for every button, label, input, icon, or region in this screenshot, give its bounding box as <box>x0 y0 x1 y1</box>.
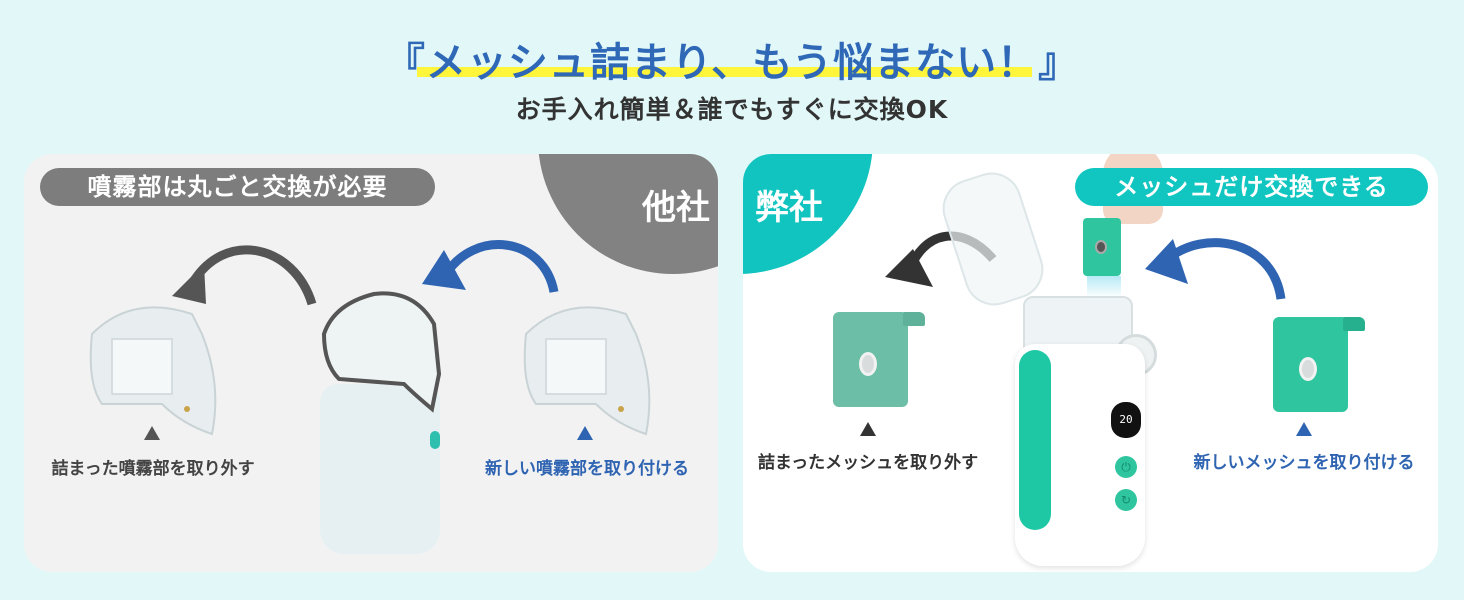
new-mesh-image <box>1273 317 1348 412</box>
competitor-device-body <box>320 384 440 554</box>
up-triangle-icon <box>144 426 160 440</box>
mesh-hole-icon <box>1095 240 1107 254</box>
caption-remove: 詰まった噴霧部を取り外す <box>51 459 255 479</box>
competitor-label: 他社 <box>642 188 710 228</box>
old-mesh-tab <box>903 312 925 326</box>
new-nozzle-image <box>523 306 651 436</box>
mesh-hole-icon <box>859 352 877 376</box>
replacement-mesh-held <box>1083 218 1121 276</box>
mode-button[interactable]: ↻ <box>1115 489 1137 511</box>
device-button-icon <box>430 431 440 449</box>
caption-attach: 新しい噴霧部を取り付ける <box>485 459 689 479</box>
mist-effect <box>1087 276 1121 298</box>
mesh-hole-icon <box>1299 357 1317 381</box>
remove-arrow-icon <box>172 245 317 306</box>
attach-arrow-icon <box>1145 238 1286 300</box>
device-grip <box>1019 350 1051 530</box>
old-nozzle-image <box>89 306 217 436</box>
old-mesh-image <box>833 312 908 407</box>
new-mesh-tab <box>1343 317 1365 331</box>
title-highlight <box>417 67 1032 77</box>
outlined-nozzle-image <box>321 291 442 413</box>
attach-arrow-icon <box>422 240 559 294</box>
up-triangle-icon <box>860 422 876 436</box>
our-company-panel: 弊社 20 ⏻ ↻ メッシュだけ交換できる 詰まったメッシュを取り外す 新しいメ… <box>743 154 1438 572</box>
competitor-pill: 噴霧部は丸ごと交換が必要 <box>40 168 435 206</box>
page-subtitle: お手入れ簡単＆誰でもすぐに交換OK <box>515 95 949 124</box>
caption-attach: 新しいメッシュを取り付ける <box>1193 453 1415 473</box>
caption-remove: 詰まったメッシュを取り外す <box>757 453 979 473</box>
our-company-pill: メッシュだけ交換できる <box>1075 168 1428 206</box>
our-company-label: 弊社 <box>755 188 823 228</box>
device-display: 20 <box>1111 402 1141 438</box>
power-button[interactable]: ⏻ <box>1115 456 1137 478</box>
up-triangle-icon <box>577 426 593 440</box>
page-title: 『メッシュ詰まり、もう悩まない！』 <box>384 40 1080 86</box>
competitor-panel: 他社 噴霧部は丸ごと交換が必要 詰まった噴霧部を取り外す 新しい噴霧部を取り付け… <box>24 154 718 572</box>
up-triangle-icon <box>1296 422 1312 436</box>
